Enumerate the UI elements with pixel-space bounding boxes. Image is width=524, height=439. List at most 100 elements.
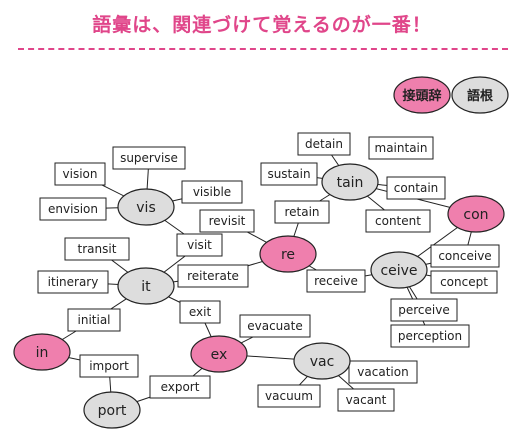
word-box-frame	[257, 384, 321, 408]
word-box-conceive: conceive	[430, 244, 500, 268]
word-box-revisit: revisit	[199, 209, 255, 233]
word-label: conceive	[438, 249, 491, 263]
word-label: maintain	[375, 141, 428, 155]
word-box-initial: initial	[67, 308, 121, 332]
node-label: vac	[310, 354, 335, 370]
word-box-frame	[260, 162, 318, 186]
word-box-frame	[430, 244, 500, 268]
word-box-sustain: sustain	[260, 162, 318, 186]
word-label: transit	[78, 242, 117, 256]
word-box-frame	[274, 200, 330, 224]
word-box-itinerary: itinerary	[37, 270, 109, 294]
legend-prefix: 接頭辞	[393, 76, 451, 114]
page-title: 語彙は、関連づけて覚えるのが一番！	[92, 14, 432, 36]
node-tain: tain	[321, 163, 379, 201]
node-con: con	[447, 195, 505, 233]
word-box-import: import	[79, 354, 139, 378]
word-box-frame	[177, 264, 249, 288]
word-label: vision	[63, 167, 98, 181]
word-label: vacuum	[265, 389, 313, 403]
word-box-vision: vision	[54, 162, 106, 186]
word-label: concept	[440, 275, 488, 289]
word-label: vacation	[357, 365, 408, 379]
legend-prefix-label: 接頭辞	[402, 88, 441, 104]
node-label: vis	[136, 200, 155, 216]
prefix-ellipse	[13, 333, 71, 371]
word-label: revisit	[209, 214, 246, 228]
legend-root: 語根	[451, 76, 509, 114]
word-box-content: content	[365, 209, 431, 233]
word-label: sustain	[267, 167, 310, 181]
root-ellipse	[117, 188, 175, 226]
node-label: it	[141, 279, 151, 295]
node-label: re	[281, 247, 295, 263]
node-ceive: ceive	[370, 251, 428, 289]
word-box-frame	[390, 324, 470, 348]
word-box-vacant: vacant	[337, 388, 395, 412]
word-box-perceive: perceive	[390, 298, 458, 322]
root-ellipse	[293, 342, 351, 380]
root-ellipse	[83, 391, 141, 429]
word-box-layer: visionsuperviseenvisionvisiblerevisitvis…	[37, 132, 500, 412]
word-box-frame	[390, 298, 458, 322]
node-label: port	[98, 403, 127, 419]
word-box-export: export	[149, 375, 211, 399]
word-label: perceive	[398, 303, 449, 317]
word-box-frame	[430, 270, 498, 294]
word-box-frame	[79, 354, 139, 378]
node-label: ceive	[380, 263, 417, 279]
word-box-frame	[365, 209, 431, 233]
word-box-frame	[179, 300, 221, 324]
word-box-frame	[54, 162, 106, 186]
word-box-envision: envision	[39, 197, 107, 221]
word-box-visit: visit	[176, 233, 223, 257]
word-box-concept: concept	[430, 270, 498, 294]
node-vac: vac	[293, 342, 351, 380]
word-box-frame	[64, 237, 130, 261]
word-box-frame	[337, 388, 395, 412]
word-label: export	[161, 380, 200, 394]
legend-root-swatch	[451, 76, 509, 114]
word-label: vacant	[346, 393, 387, 407]
prefix-ellipse	[447, 195, 505, 233]
word-box-retain: retain	[274, 200, 330, 224]
node-vis: vis	[117, 188, 175, 226]
word-box-frame	[112, 146, 186, 170]
legend-root-label: 語根	[467, 88, 494, 104]
word-box-evacuate: evacuate	[239, 314, 311, 338]
word-box-frame	[199, 209, 255, 233]
word-box-frame	[368, 136, 434, 160]
word-box-reiterate: reiterate	[177, 264, 249, 288]
word-label: visit	[187, 238, 212, 252]
word-label: evacuate	[247, 319, 302, 333]
word-label: supervise	[120, 151, 178, 165]
root-ellipse	[370, 251, 428, 289]
word-label: contain	[394, 181, 439, 195]
word-label: receive	[314, 274, 358, 288]
legend-prefix-swatch	[393, 76, 451, 114]
word-box-vacation: vacation	[348, 360, 418, 384]
prefix-ellipse	[259, 235, 317, 273]
word-label: reiterate	[187, 269, 239, 283]
title-divider	[18, 48, 508, 50]
word-box-frame	[67, 308, 121, 332]
word-box-frame	[149, 375, 211, 399]
word-box-contain: contain	[386, 176, 446, 200]
word-box-visible: visible	[181, 180, 243, 204]
word-box-vacuum: vacuum	[257, 384, 321, 408]
node-label: in	[36, 345, 49, 361]
node-label: tain	[337, 175, 364, 191]
word-label: exit	[189, 305, 212, 319]
word-box-maintain: maintain	[368, 136, 434, 160]
word-box-receive: receive	[306, 269, 366, 293]
word-box-frame	[176, 233, 223, 257]
word-label: envision	[48, 202, 98, 216]
node-it: it	[117, 267, 175, 305]
word-label: retain	[284, 205, 319, 219]
word-box-frame	[181, 180, 243, 204]
legend: 接頭辞 語根	[393, 76, 509, 114]
word-label: perception	[398, 329, 462, 343]
root-ellipse	[117, 267, 175, 305]
